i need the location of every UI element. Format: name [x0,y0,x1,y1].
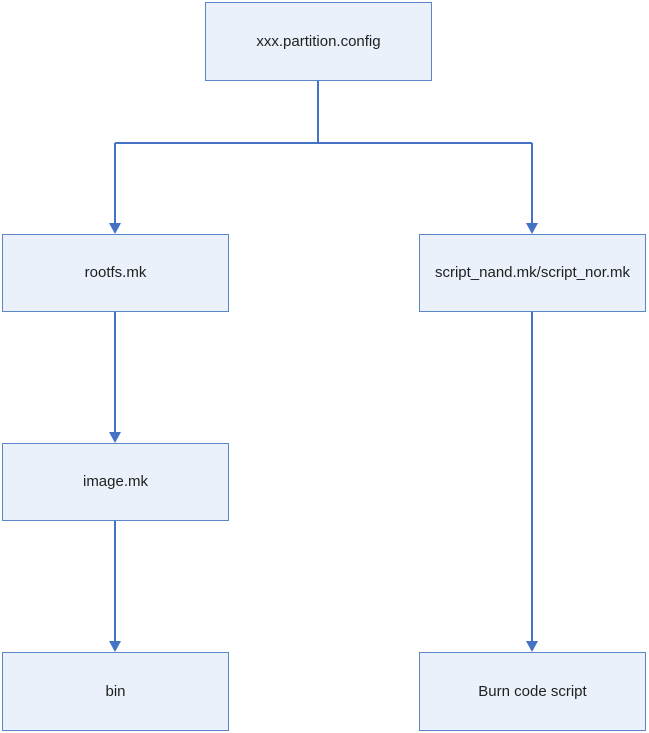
arrowhead-bin [109,641,121,652]
arrowhead-rootfs [109,223,121,234]
node-rootfs-mk: rootfs.mk [2,234,229,312]
node-burn-code-script: Burn code script [419,652,646,731]
node-bin-label: bin [105,682,126,700]
node-bin: bin [2,652,229,731]
node-rootfs-mk-label: rootfs.mk [84,264,147,281]
node-burn-code-script-label: Burn code script [478,682,587,700]
node-image-mk: image.mk [2,443,229,521]
arrowhead-image [109,432,121,443]
arrowhead-burn [526,641,538,652]
node-image-mk-label: image.mk [82,473,149,490]
node-partition-config: xxx.partition.config [205,2,432,81]
arrowhead-script [526,223,538,234]
node-script-mk: script_nand.mk/script_nor.mk [419,234,646,312]
node-partition-config-label: xxx.partition.config [256,32,381,50]
node-script-mk-label: script_nand.mk/script_nor.mk [434,264,631,281]
